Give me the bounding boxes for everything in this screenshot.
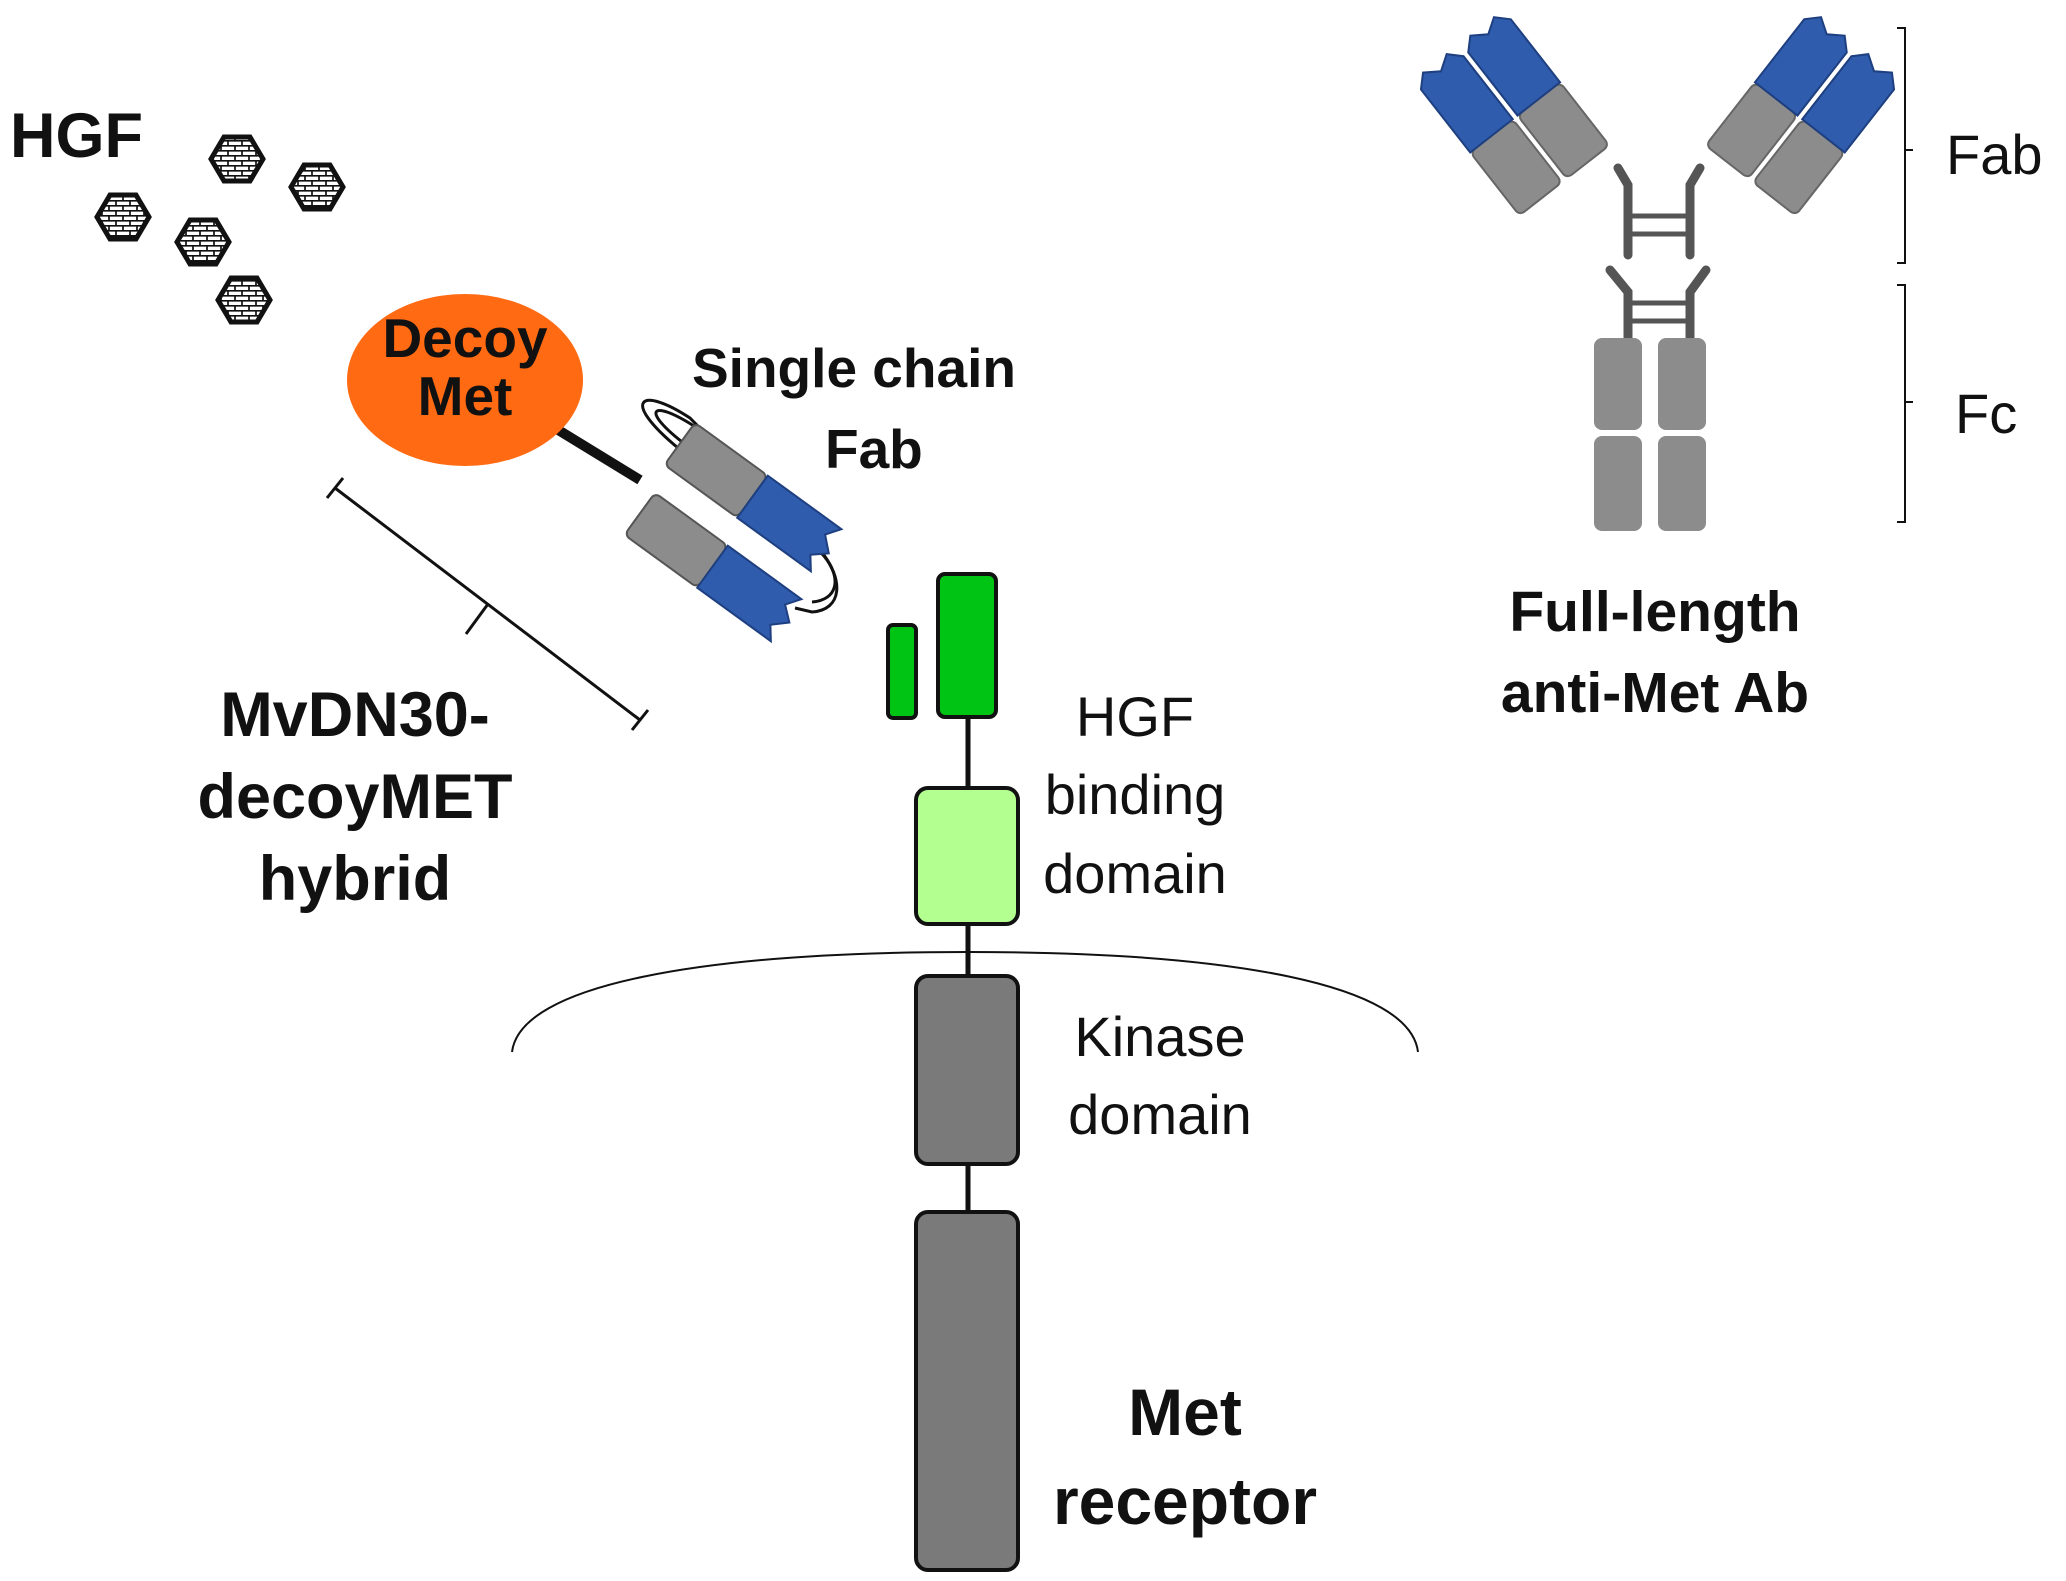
fc-block (1594, 436, 1642, 531)
kinase-label-line: Kinase (1074, 1005, 1246, 1068)
full-length-antibody (1419, 16, 1896, 531)
hybrid-linker (552, 423, 643, 485)
sema-domain-large (936, 572, 998, 719)
receptor-tail-box (914, 1210, 1020, 1572)
met-receptor-label-line: Met (1128, 1375, 1242, 1449)
decoy-met-ellipse (347, 294, 583, 466)
hgf-molecule-icon (288, 162, 346, 212)
hybrid-label-line: hybrid (258, 843, 452, 914)
fc-block (1658, 338, 1706, 430)
fc-block (1658, 436, 1706, 531)
cell-membrane-arc (511, 950, 1419, 1053)
hybrid-label-line: MvDN30- (220, 680, 490, 750)
sema-domain-small (886, 623, 918, 720)
fc-block (1594, 338, 1642, 430)
full-length-ab-label-line: anti-Met Ab (1500, 660, 1810, 725)
hgf-molecule-icon (208, 134, 266, 184)
hgf-label: HGF (10, 101, 143, 171)
hgf-molecule-icon (215, 275, 273, 325)
fc-label: Fc (1955, 382, 2018, 445)
decoy-met-label-line: Decoy (382, 307, 548, 369)
scfab-upper-chain (665, 424, 844, 574)
antibody-left-arm (1419, 16, 1608, 215)
full-length-ab-label: Full-length anti-Met Ab (1450, 572, 1860, 734)
hybrid-label: MvDN30- decoyMET hybrid (140, 675, 570, 921)
antibody-right-arm (1707, 16, 1896, 215)
fab-fc-brackets (1897, 27, 1913, 523)
decoy-met-label-line: Met (417, 364, 513, 427)
met-receptor (886, 572, 1020, 1572)
hybrid-bracket (325, 477, 650, 731)
fab-label: Fab (1946, 123, 2043, 186)
met-receptor-label: Met receptor (1030, 1368, 1340, 1546)
scfab-label-line2: Fab (825, 418, 923, 480)
kinase-label-line: domain (1068, 1083, 1252, 1147)
kinase-domain-label: Kinase domain (1035, 998, 1285, 1155)
met-receptor-label-line: receptor (1052, 1464, 1318, 1539)
hgf-molecules (94, 134, 346, 325)
hgf-binding-domain-box (914, 786, 1020, 926)
hgf-molecule-icon (94, 192, 152, 242)
scfab-lower-chain (625, 494, 804, 644)
scfab-label-line1: Single chain (692, 337, 1016, 399)
hybrid-label-line: decoyMET (197, 761, 513, 832)
hgf-binding-label-line: binding (1044, 763, 1226, 827)
decoy-hybrid-molecule (347, 294, 844, 644)
scfab-hairpin-linker (641, 398, 839, 614)
hgf-binding-domain-label: HGF binding domain (1010, 678, 1260, 913)
kinase-domain-box (914, 974, 1020, 1166)
decoy-met-label: Decoy Met (352, 307, 578, 427)
hgf-molecule-icon (174, 217, 232, 267)
hgf-binding-label-line: domain (1043, 841, 1227, 905)
hgf-binding-label-line: HGF (1075, 685, 1195, 748)
full-length-ab-label-line: Full-length (1509, 580, 1801, 644)
